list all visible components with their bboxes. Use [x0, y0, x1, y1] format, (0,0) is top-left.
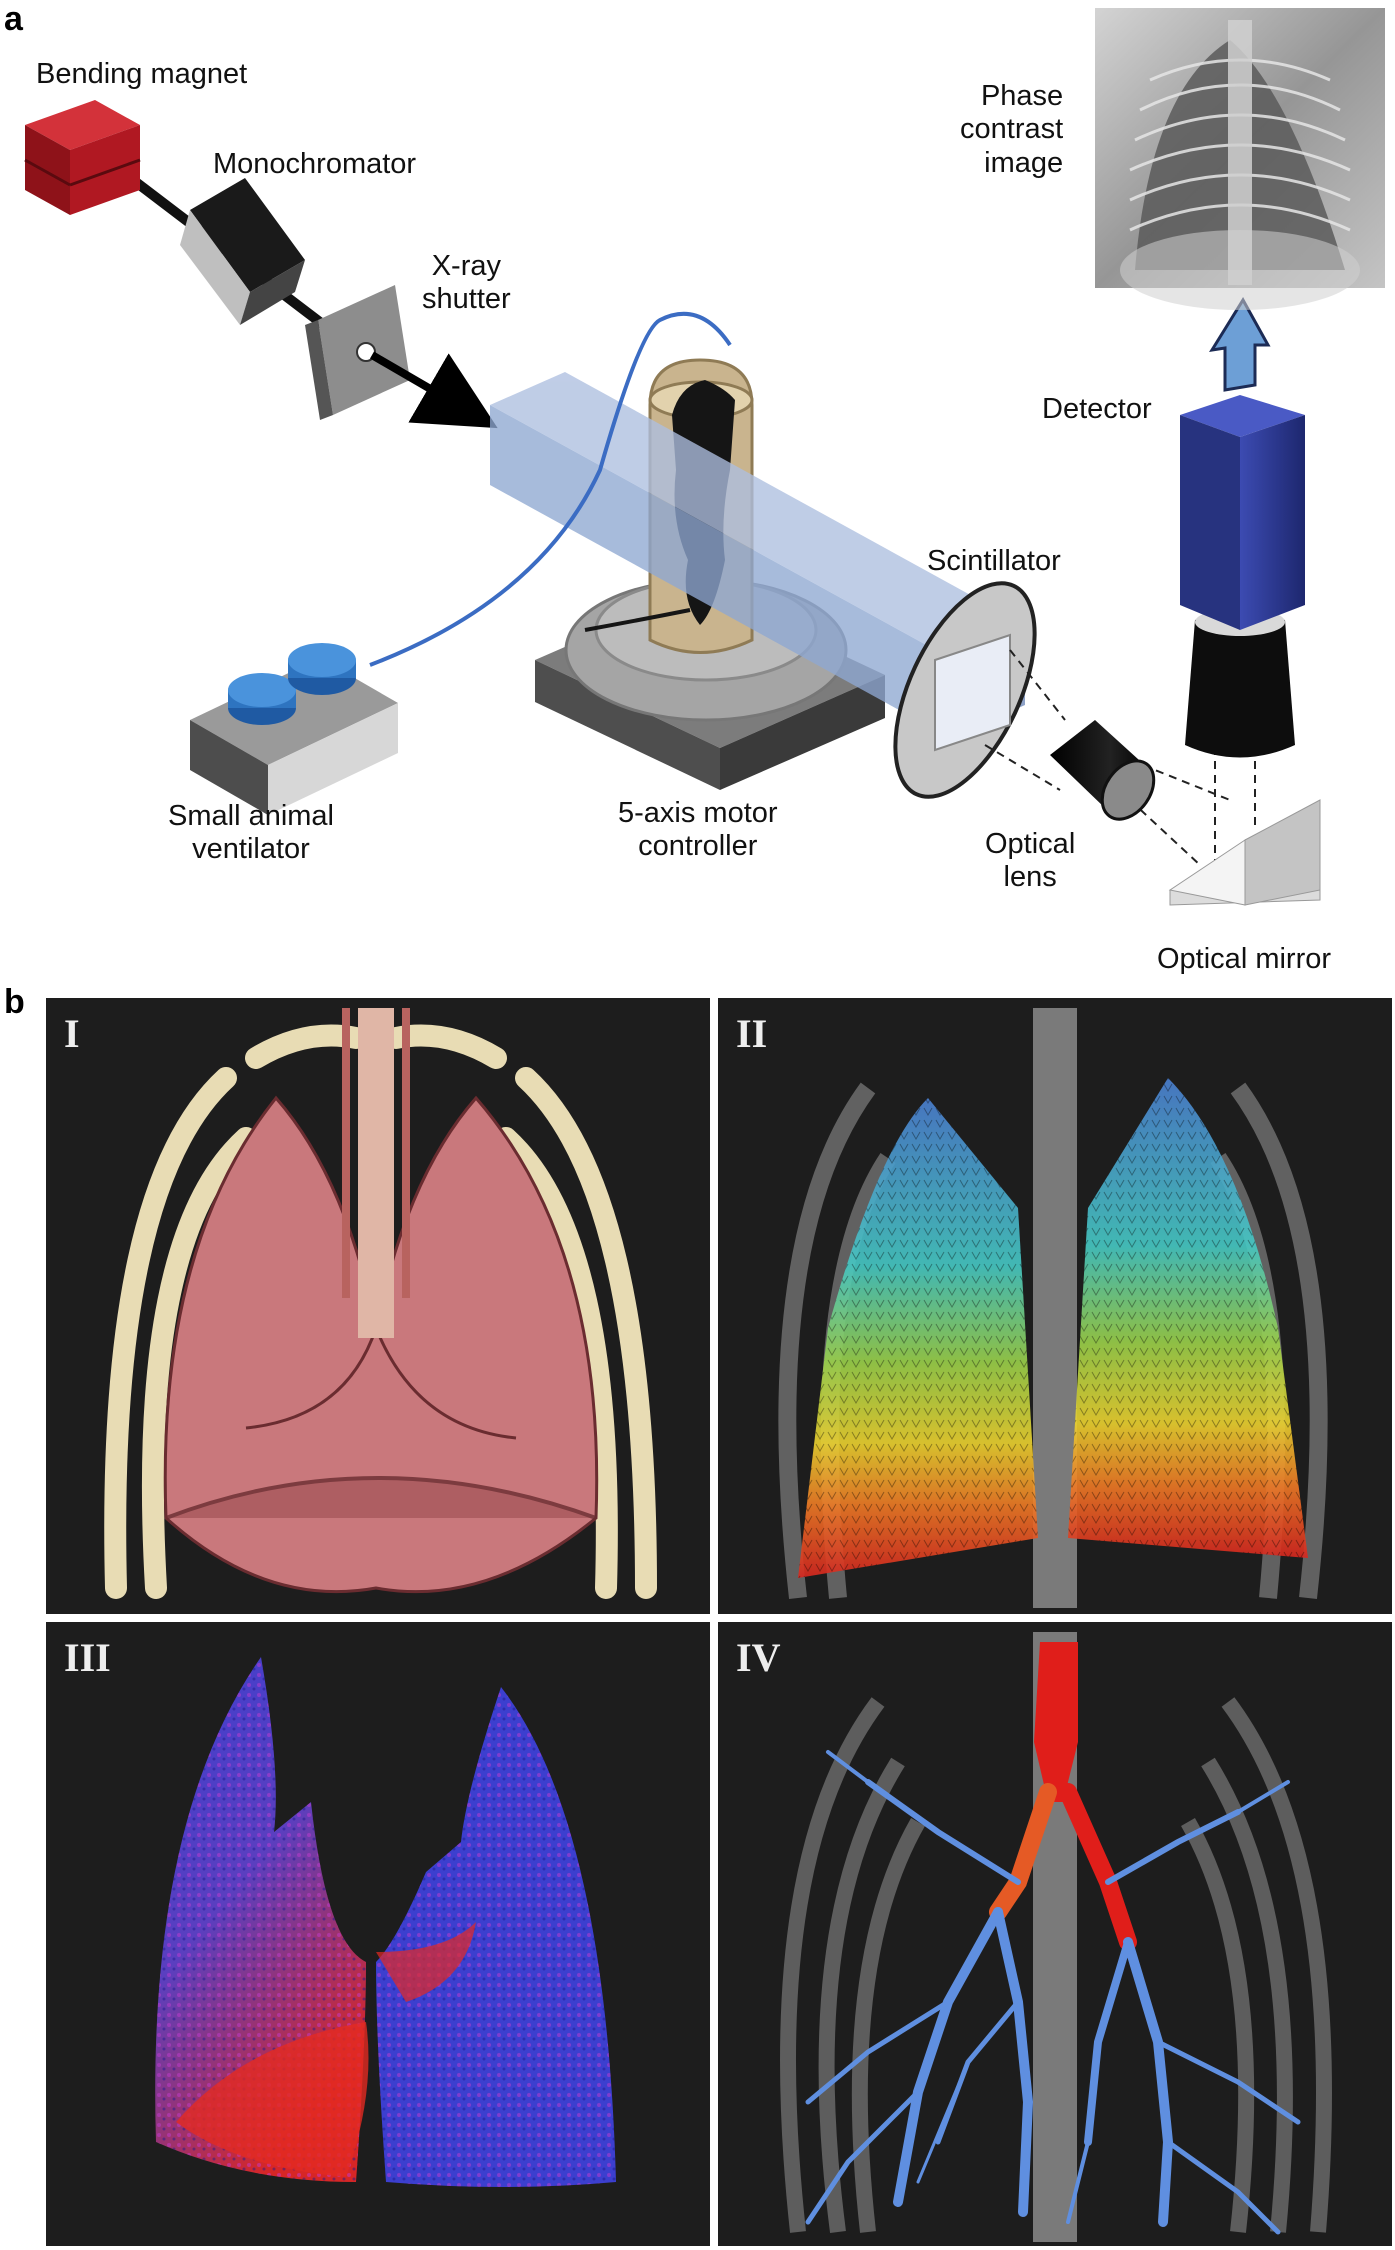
label-monochromator: Monochromator: [213, 148, 417, 180]
subpanel-numeral-i: I: [64, 1011, 80, 1056]
ventilator-tube: [369, 311, 732, 667]
beam-arrow: [369, 351, 498, 429]
xray-shutter-block: [305, 285, 410, 420]
label-optical-lens: Optical lens: [985, 828, 1076, 894]
label-motor-controller: 5-axis motor controller: [618, 797, 778, 863]
output-arrow: [1209, 297, 1271, 392]
label-phase-contrast-image: Phase contrast image: [960, 80, 1064, 179]
beamline-diagram: [24, 8, 1385, 906]
subpanel-numeral-iii: III: [64, 1635, 111, 1680]
subpanel-ii-displacement-field: II: [718, 998, 1392, 1614]
subpanel-iii-ventilation-map: III: [46, 1622, 710, 2246]
optical-mirror-block: [1168, 799, 1321, 906]
detector-lens: [1185, 608, 1295, 758]
subpanel-numeral-ii: II: [736, 1011, 768, 1056]
subpanel-numeral-iv: IV: [736, 1635, 781, 1680]
subpanel-iv-airway-tree: IV: [718, 1622, 1392, 2246]
monochromator-block: [180, 178, 305, 325]
panel-a-letter: a: [4, 0, 23, 38]
label-optical-mirror: Optical mirror: [1157, 943, 1332, 975]
optical-lens-block: [1050, 720, 1156, 821]
detector-block: [1180, 395, 1305, 630]
label-detector: Detector: [1042, 393, 1152, 425]
subpanel-i-lung-render: I: [46, 998, 710, 1614]
panel-b-letter: b: [4, 983, 25, 1021]
label-bending-magnet: Bending magnet: [36, 58, 248, 90]
label-scintillator: Scintillator: [927, 545, 1061, 577]
phase-contrast-image: [1095, 8, 1385, 310]
label-xray-shutter: X-ray shutter: [422, 250, 511, 316]
scintillator-disk: [893, 581, 1037, 799]
ventilator-device: [190, 643, 398, 815]
label-ventilator: Small animal ventilator: [168, 800, 334, 866]
bending-magnet-block: [24, 100, 141, 215]
